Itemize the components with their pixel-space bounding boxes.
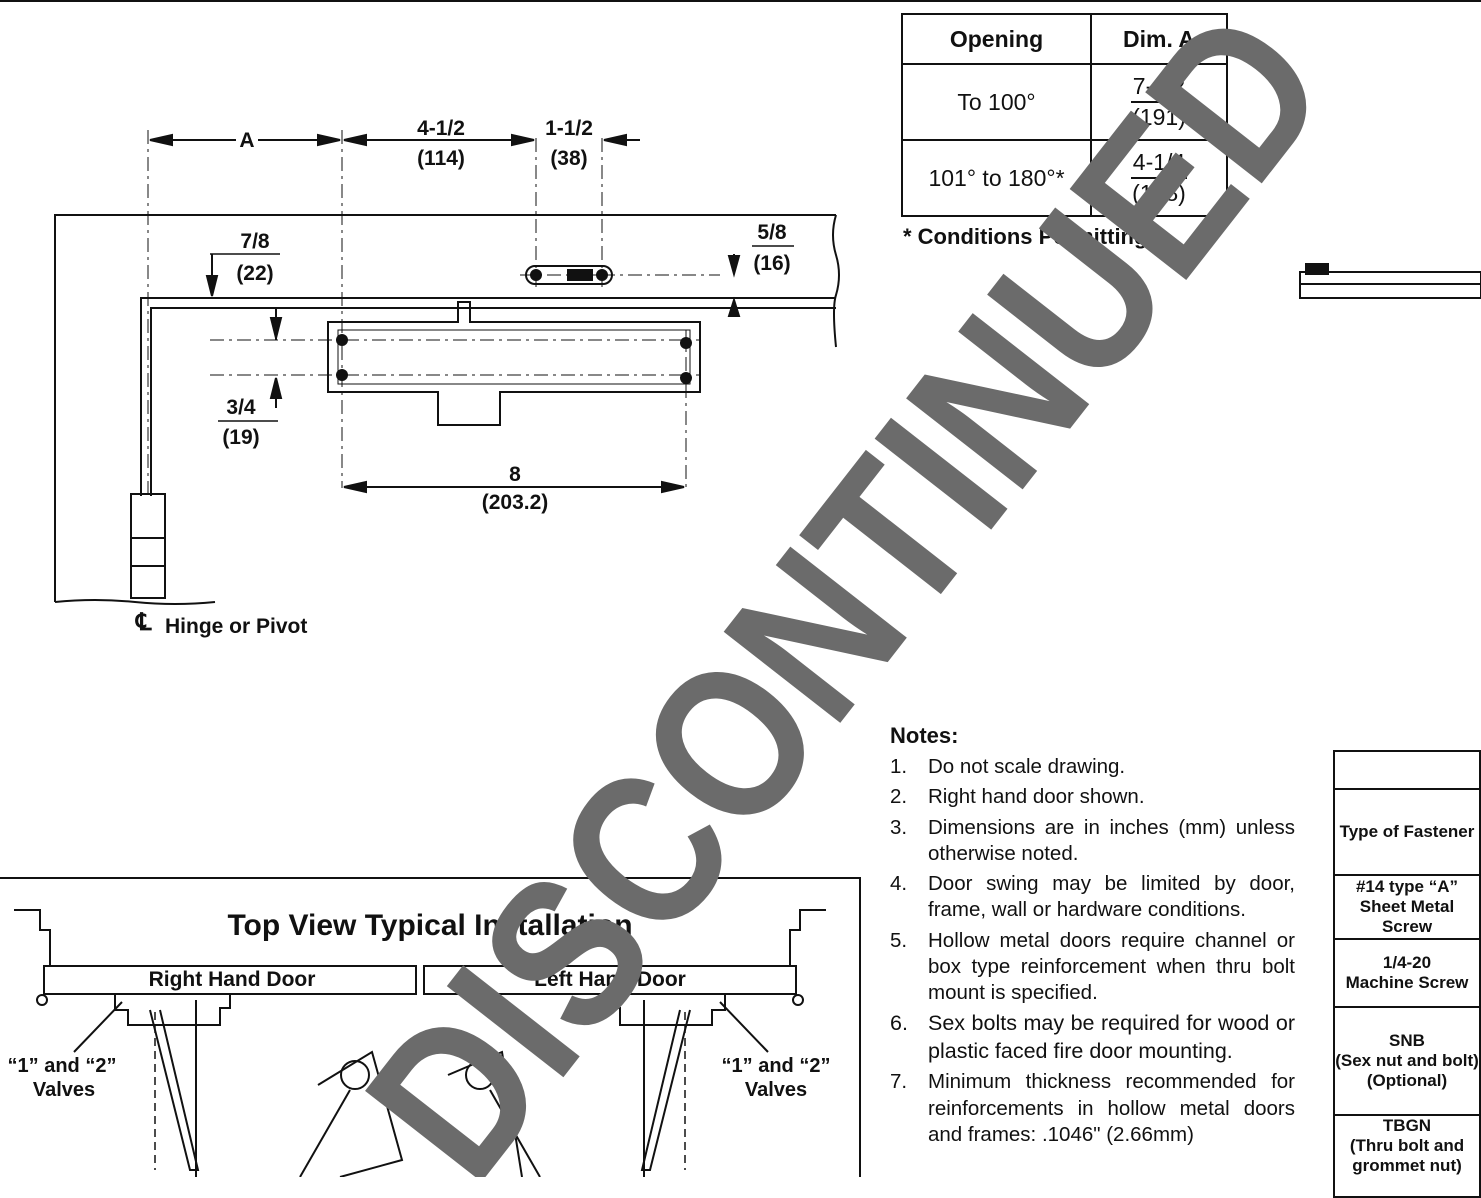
dim-a-row-1-mm: (191) — [1132, 104, 1186, 130]
dim-4-1-2-in: 4-1/2 — [417, 117, 465, 140]
mounting-holes — [336, 334, 692, 384]
opening-row-2: 101° to 180°* — [901, 139, 1092, 217]
fastener-line: 1/4-20 — [1382, 953, 1432, 972]
opening-row-1: To 100° — [901, 63, 1092, 141]
note-text: Sex bolts may be required for wood or pl… — [928, 1011, 1295, 1063]
note-item: 6. Sex bolts may be required for wood or … — [890, 1010, 1295, 1065]
fastener-row: #14 type “A”Sheet Metal Screw — [1333, 874, 1481, 940]
fastener-table: Type of Fastener #14 type “A”Sheet Metal… — [1333, 750, 1481, 1198]
note-text: Minimum thickness recommended for reinfo… — [928, 1070, 1295, 1146]
valves-right-label-2: Valves — [745, 1079, 807, 1101]
dimension-lines — [149, 133, 741, 494]
note-number: 7. — [890, 1070, 908, 1094]
note-item: 7. Minimum thickness recommended for rein… — [890, 1069, 1295, 1148]
opening-table: Opening Dim. A To 100° 7-1/2(191) 101° t… — [901, 13, 1228, 217]
note-item: 3. Dimensions are in inches (mm) unless o… — [890, 815, 1295, 867]
note-number: 4. — [890, 872, 908, 896]
note-number: 5. — [890, 928, 908, 952]
note-text: Do not scale drawing. — [928, 755, 1126, 779]
valves-right-label: “1” and “2” — [722, 1055, 831, 1077]
fastener-line: (Optional) — [1366, 1071, 1448, 1090]
dim-a-row-1: 7-1/2(191) — [1090, 63, 1228, 141]
centerlines — [147, 130, 720, 500]
fastener-line: SNB — [1389, 1031, 1425, 1050]
note-item: 1. Do not scale drawing. — [890, 754, 1295, 780]
dim-1-1-2-in: 1-1/2 — [545, 117, 593, 140]
note-text: Dimensions are in inches (mm) unless oth… — [928, 815, 1295, 865]
note-item: 2. Right hand door shown. — [890, 784, 1295, 810]
notes-list: 1. Do not scale drawing. 2. Right hand doo… — [890, 754, 1295, 1148]
dim-1-1-2-mm: (38) — [550, 147, 587, 170]
top-view-dashed — [154, 1012, 686, 1170]
dim-5-8-mm: (16) — [753, 252, 790, 275]
fastener-header-text: Type of Fastener — [1339, 822, 1475, 841]
valves-left-label: “1” and “2” — [8, 1055, 117, 1077]
dim-a-row-2: 4-1/4(108) — [1090, 139, 1228, 217]
fastener-line: TBGN — [1382, 1116, 1432, 1135]
fastener-table-top — [1333, 750, 1481, 790]
fastener-line: (Sex nut and bolt) — [1335, 1051, 1479, 1070]
door-frame-elevation — [54, 214, 840, 605]
notes-section: Notes: 1. Do not scale drawing. 2. Right h… — [890, 722, 1295, 1152]
fastener-header: Type of Fastener — [1333, 788, 1481, 876]
fastener-line: #14 type “A” — [1355, 877, 1459, 896]
note-number: 2. — [890, 785, 908, 809]
conditions-note: * Conditions Permitting — [903, 224, 1148, 249]
dim-8-mm: (203.2) — [482, 491, 549, 514]
fastener-line: Sheet Metal Screw — [1359, 897, 1455, 936]
centerline-symbol-icon: ℄ — [135, 609, 152, 636]
arm-partial-view — [1299, 263, 1481, 299]
dim-3-4-mm: (19) — [222, 426, 259, 449]
left-hand-door-label: Left Hand Door — [534, 968, 686, 991]
fastener-line: grommet nut) — [1352, 1156, 1462, 1175]
note-text: Right hand door shown. — [928, 785, 1145, 809]
top-view-box — [0, 877, 861, 1177]
valve-2-icon — [465, 1060, 495, 1090]
note-text: Hollow metal doors require channel or bo… — [928, 928, 1295, 1005]
note-number: 6. — [890, 1011, 908, 1036]
fastener-row: SNB(Sex nut and bolt)(Optional) — [1333, 1006, 1481, 1116]
note-item: 4. Door swing may be limited by door, fra… — [890, 871, 1295, 923]
dim-7-8-mm: (22) — [236, 262, 273, 285]
closer-body — [327, 301, 701, 426]
notes-heading: Notes: — [890, 723, 959, 748]
top-view-title: Top View Typical Installation — [227, 909, 632, 942]
opening-header: Opening — [901, 13, 1092, 65]
dim-a-row-2-in: 4-1/4 — [1130, 148, 1188, 179]
note-number: 1. — [890, 755, 908, 779]
dim-a-row-2-mm: (108) — [1132, 180, 1186, 206]
fastener-line: Machine Screw — [1345, 973, 1469, 992]
dim-5-8-in: 5/8 — [757, 221, 787, 244]
note-text: Door swing may be limited by door, frame… — [928, 872, 1295, 922]
dim-a-label: A — [239, 129, 254, 152]
dim-a-row-1-in: 7-1/2 — [1130, 72, 1188, 103]
note-number: 3. — [890, 815, 908, 839]
valves-left-label-2: Valves — [33, 1079, 95, 1101]
valve-1-icon — [340, 1060, 370, 1090]
dim-3-4-in: 3/4 — [226, 396, 256, 419]
right-hand-door-label: Right Hand Door — [149, 968, 316, 991]
dim-8-in: 8 — [509, 463, 521, 486]
dim-a-header: Dim. A — [1090, 13, 1228, 65]
arm-bracket — [525, 265, 613, 285]
hinge-label: Hinge or Pivot — [165, 615, 307, 638]
dim-4-1-2-mm: (114) — [417, 147, 465, 170]
fastener-line: (Thru bolt and — [1349, 1136, 1465, 1155]
dim-7-8-in: 7/8 — [240, 230, 270, 253]
note-item: 5. Hollow metal doors require channel or … — [890, 928, 1295, 1007]
